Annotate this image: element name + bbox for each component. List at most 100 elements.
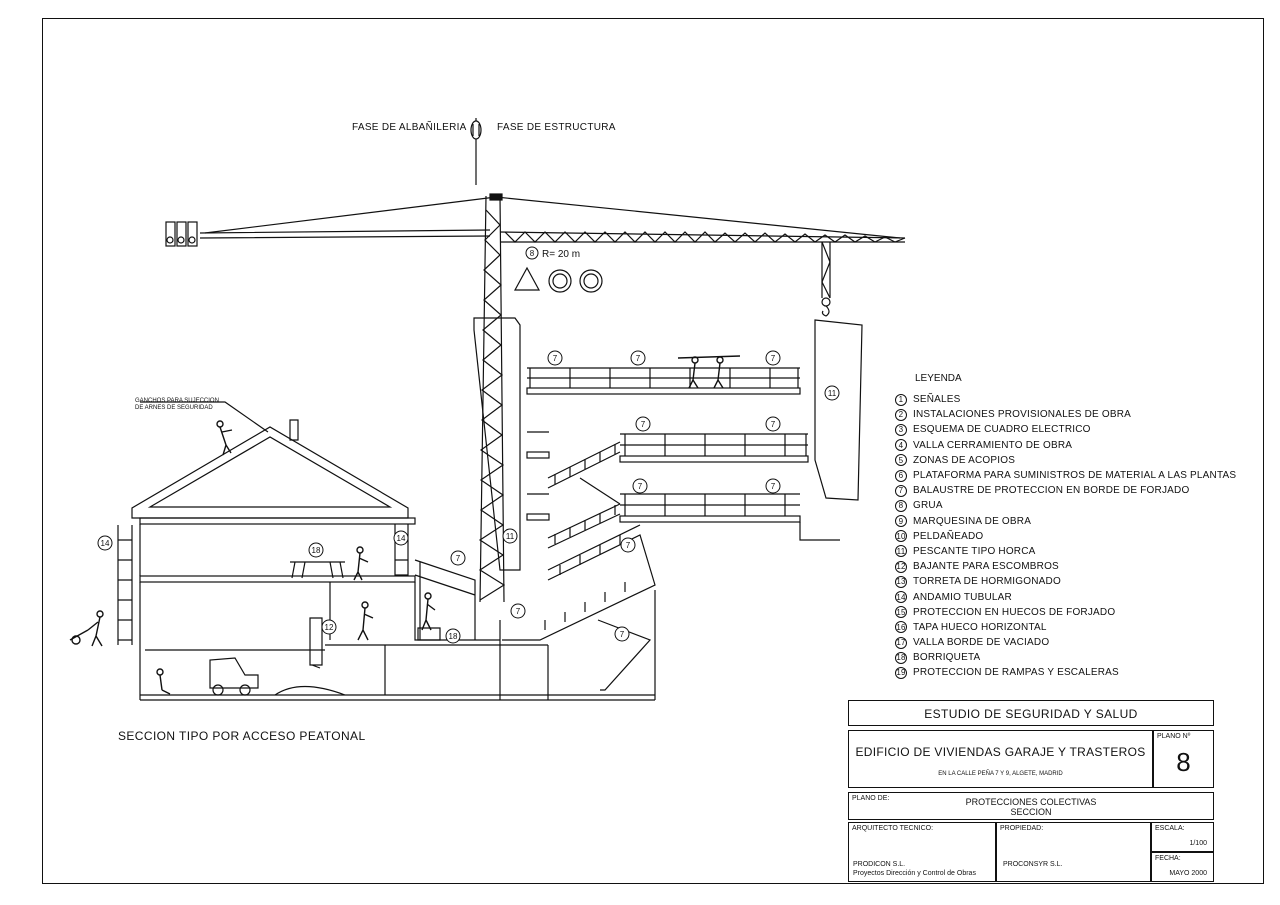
legend-item-number: 15 [895,606,907,619]
drawing-frame [42,18,1264,884]
svg-text:7: 7 [553,354,558,363]
legend-item: 12 BAJANTE PARA ESCOMBROS [895,559,1236,574]
project-address: EN LA CALLE PEÑA 7 Y 9, ALGETE, MADRID [938,771,1063,777]
hooks-note-line1: GANCHOS PARA SUJECCION [135,398,219,404]
legend-item-text: SEÑALES [913,394,961,406]
legend-item-number: 17 [895,636,907,649]
access-stair [414,559,476,640]
tower-crane [165,193,906,603]
trestle [290,561,345,579]
legend-item-number: 8 [895,499,907,512]
escala-label: ESCALA: [1155,825,1185,832]
legend-item: 13 TORRETA DE HORMIGONADO [895,574,1236,589]
fecha-value: MAYO 2000 [1169,870,1207,877]
legend-item: 10 PELDAÑEADO [895,529,1236,544]
legend-item-text: ANDAMIO TUBULAR [913,591,1012,603]
legend-item-text: ZONAS DE ACOPIOS [913,454,1016,466]
title-block-propiedad: PROPIEDAD: PROCONSYR S.L. [996,822,1151,882]
debris-chute [309,617,323,669]
svg-text:7: 7 [456,554,461,563]
davit-net [814,319,863,501]
plano-de-label: PLANO DE: [852,795,890,802]
legend-item-text: BALAUSTRE DE PROTECCION EN BORDE DE FORJ… [913,485,1190,497]
svg-text:18: 18 [312,546,321,555]
legend-item-text: PELDAÑEADO [913,530,984,542]
svg-text:11: 11 [828,389,837,398]
legend-item-number: 6 [895,469,907,482]
svg-text:7: 7 [771,482,776,491]
legend-item-text: PLATAFORMA PARA SUMINISTROS DE MATERIAL … [913,470,1237,482]
arquitecto-name: PRODICON S.L. [853,861,906,868]
dumper-truck [209,657,259,696]
existing-house [131,419,500,641]
legend-item-number: 4 [895,439,907,452]
title-block-study: ESTUDIO DE SEGURIDAD Y SALUD [848,700,1214,726]
legend-item-text: TAPA HUECO HORIZONTAL [913,621,1047,633]
svg-text:7: 7 [638,482,643,491]
svg-text:11: 11 [506,532,515,541]
legend-item-text: ESQUEMA DE CUADRO ELECTRICO [913,424,1091,436]
legend-item-number: 11 [895,545,907,558]
legend-item-text: TORRETA DE HORMIGONADO [913,576,1061,588]
legend-item-text: VALLA BORDE DE VACIADO [913,637,1050,649]
crane-safety-signs [513,266,603,293]
legend-title: LEYENDA [915,373,962,384]
legend-item-number: 12 [895,560,907,573]
crane-radius-label: R= 20 m [542,249,580,260]
legend-item: 11 PESCANTE TIPO HORCA [895,544,1236,559]
safety-net-mast [473,317,521,571]
legend-item-text: PESCANTE TIPO HORCA [913,545,1036,557]
callout-markers [97,246,840,644]
callout-numbers: 8 7 7 7 7 7 7 7 7 7 7 7 14 14 18 18 12 1… [101,249,837,641]
crane-number: 8 [530,249,535,258]
phase-structure-label: FASE DE ESTRUCTURA [497,122,616,133]
legend-item-number: 10 [895,530,907,543]
legend-item-number: 2 [895,408,907,421]
study-title: ESTUDIO DE SEGURIDAD Y SALUD [924,707,1138,721]
borriqueta-box [417,627,441,641]
debris-pile [274,686,346,696]
legend-item-number: 7 [895,484,907,497]
legend-item-text: VALLA CERRAMIENTO DE OBRA [913,439,1073,451]
title-block-fecha: FECHA: MAYO 2000 [1151,852,1214,882]
project-title: EDIFICIO DE VIVIENDAS GARAJE Y TRASTEROS [855,745,1146,759]
title-block-plano-number: PLANO Nº 8 [1153,730,1214,788]
svg-text:7: 7 [641,420,646,429]
section-caption: SECCION TIPO POR ACCESO PEATONAL [118,729,366,743]
svg-text:7: 7 [771,420,776,429]
svg-text:7: 7 [626,541,631,550]
svg-text:7: 7 [771,354,776,363]
legend-item-text: BAJANTE PARA ESCOMBROS [913,561,1059,573]
plano-de-line2: SECCION [1010,807,1052,817]
legend-item-number: 9 [895,515,907,528]
legend-item-number: 3 [895,423,907,436]
svg-text:12: 12 [325,623,334,632]
legend-item-text: INSTALACIONES PROVISIONALES DE OBRA [913,409,1131,421]
workers [69,355,741,695]
legend-item-number: 13 [895,575,907,588]
legend-item: 6 PLATAFORMA PARA SUMINISTROS DE MATERIAL… [895,468,1236,483]
title-block-project: EDIFICIO DE VIVIENDAS GARAJE Y TRASTEROS… [848,730,1153,788]
escala-value: 1/100 [1189,840,1207,847]
arquitecto-label: ARQUITECTO TECNICO: [852,825,934,832]
legend-item-text: MARQUESINA DE OBRA [913,515,1032,527]
phase-masonry-label: FASE DE ALBAÑILERIA [352,122,467,133]
svg-text:18: 18 [449,632,458,641]
legend-item-number: 14 [895,591,907,604]
svg-text:14: 14 [101,539,110,548]
svg-text:7: 7 [516,607,521,616]
title-block-escala: ESCALA: 1/100 [1151,822,1214,852]
legend-item: 2 INSTALACIONES PROVISIONALES DE OBRA [895,407,1236,422]
legend-item-text: BORRIQUETA [913,652,981,664]
title-block-plano-de: PLANO DE: PROTECCIONES COLECTIVAS SECCIO… [848,792,1214,820]
plano-de-line1: PROTECCIONES COLECTIVAS [965,797,1097,807]
hooks-note-line2: DE ARNES DE SEGURIDAD [135,405,213,411]
legend-item-number: 16 [895,621,907,634]
